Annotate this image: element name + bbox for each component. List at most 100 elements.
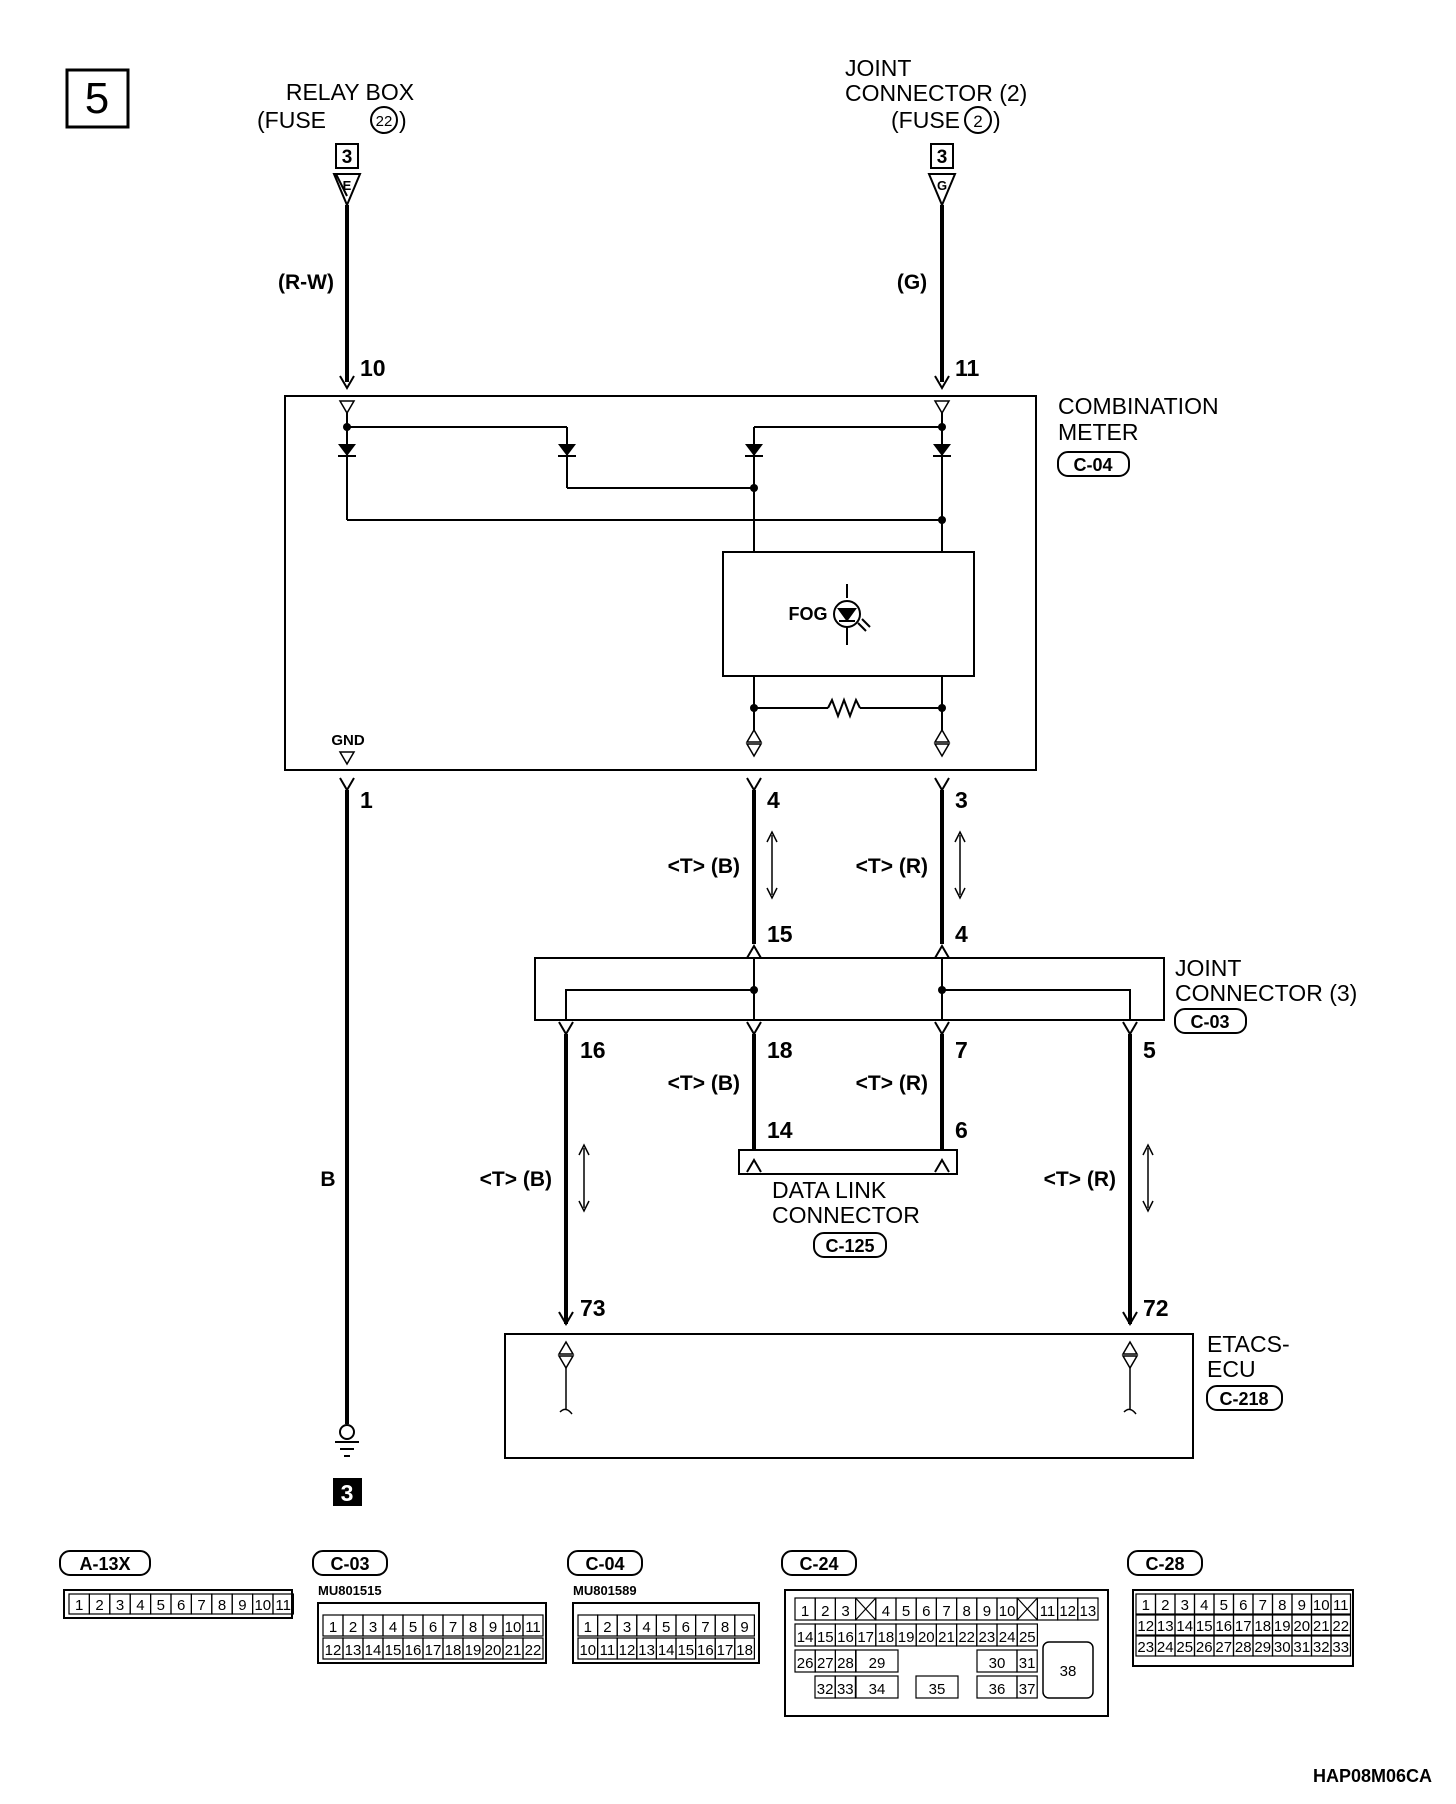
- wire-t-r-upper-label: <T> (R): [856, 855, 928, 878]
- jc2-ref-number: 3: [937, 147, 948, 168]
- wire-t-b-lower-label: <T> (B): [480, 1168, 552, 1191]
- c24-pin: 36: [989, 1681, 1006, 1698]
- jc2-label-1: JOINT: [845, 55, 911, 81]
- c24-pin: 22: [958, 1629, 975, 1646]
- c24-pin: 11: [1040, 1603, 1056, 1620]
- jc3-pin-4-icon: [934, 944, 950, 959]
- gnd-pin-icon: [338, 751, 356, 766]
- combination-meter-code: C-04: [1073, 455, 1112, 475]
- c28-pin: 31: [1293, 1639, 1310, 1656]
- c24-pin: 33: [837, 1681, 854, 1698]
- c04-part-number: MU801589: [573, 1583, 637, 1598]
- jc2-ref-box: [930, 143, 954, 169]
- c03-pin: 7: [449, 1619, 457, 1636]
- c04-pin: 15: [677, 1642, 694, 1659]
- c03-cell: [522, 1614, 544, 1637]
- c03-pin: 9: [489, 1619, 497, 1636]
- page-number-box: [65, 68, 130, 129]
- c04-pin: 10: [579, 1642, 596, 1659]
- dlc-pin-14-icon: [746, 1158, 762, 1173]
- c24-pin: 30: [989, 1655, 1006, 1672]
- c03-pin: 10: [505, 1619, 522, 1636]
- c24-cell: [1016, 1675, 1038, 1699]
- c24-code-box: [781, 1550, 857, 1576]
- c24-cell: [1077, 1597, 1099, 1621]
- c28-pin: 18: [1254, 1618, 1271, 1635]
- etacs-code-box: [1206, 1385, 1283, 1411]
- figure-id: HAP08M06CA: [1313, 1766, 1432, 1786]
- c28-pin: 10: [1313, 1597, 1330, 1614]
- dlc-label-2: CONNECTOR: [772, 1202, 920, 1228]
- wire-t-r-lower-label: <T> (R): [1044, 1168, 1116, 1191]
- a13x-pin: 10: [254, 1597, 271, 1614]
- c03-pin: 15: [385, 1642, 402, 1659]
- jc3-code: C-03: [1190, 1012, 1229, 1032]
- c28-code-box: [1127, 1550, 1203, 1576]
- c04-cell: [734, 1614, 755, 1637]
- c24-code: C-24: [799, 1554, 838, 1574]
- c28-pin: 17: [1235, 1618, 1252, 1635]
- c03-pin: 13: [345, 1642, 362, 1659]
- c24-cell: [915, 1675, 959, 1699]
- c28-pin: 5: [1220, 1597, 1228, 1614]
- c24-pin: 14: [797, 1629, 814, 1646]
- wire-g-label: (G): [897, 271, 927, 294]
- c28-pin: 2: [1161, 1597, 1169, 1614]
- c04-pin: 18: [736, 1642, 753, 1659]
- c28-cell: [1330, 1635, 1352, 1657]
- a13x-code-box: [59, 1550, 151, 1576]
- fog-led-icon: [833, 584, 871, 645]
- c28-pin: 6: [1239, 1597, 1247, 1614]
- diode-1: [337, 443, 357, 457]
- dlc-code: C-125: [825, 1236, 874, 1256]
- relay-box-fuse-prefix: (FUSE: [257, 107, 326, 133]
- c04-cell: [734, 1637, 755, 1660]
- diode-2: [557, 443, 577, 457]
- c28-pin: 11: [1333, 1597, 1349, 1614]
- a13x-pin: 9: [238, 1597, 246, 1614]
- a13x-pin: 7: [197, 1597, 205, 1614]
- jc3-code-box: [1174, 1008, 1247, 1034]
- c28-pin: 21: [1313, 1618, 1330, 1635]
- c28-pin: 27: [1215, 1639, 1232, 1656]
- pin-7: 7: [955, 1037, 968, 1063]
- fuse-22-number: 22: [376, 113, 393, 130]
- meter-lower-wiring: [753, 676, 943, 730]
- c24-pin: 13: [1080, 1603, 1097, 1620]
- combination-meter-label-2: METER: [1058, 419, 1139, 445]
- dlc-pin-6-icon: [934, 1158, 950, 1173]
- c03-pin: 16: [405, 1642, 422, 1659]
- jc2-label-2: CONNECTOR (2): [845, 80, 1027, 106]
- a13x-cell: [272, 1593, 294, 1615]
- diode-4: [932, 443, 952, 457]
- meter-pin-3-bidir-icon: [933, 728, 951, 758]
- fog-indicator-box: [722, 551, 975, 677]
- pin-3: 3: [955, 787, 968, 813]
- c24-pin: 17: [857, 1629, 874, 1646]
- c28-pin: 14: [1176, 1618, 1193, 1635]
- wire-r-w-label: (R-W): [278, 271, 334, 294]
- jc3-label-1: JOINT: [1175, 955, 1241, 981]
- bidir-arrow-upper-right: [954, 830, 966, 900]
- c04-pin: 3: [623, 1619, 631, 1636]
- etacs-ecu-box: [504, 1333, 1194, 1459]
- c28-code: C-28: [1145, 1554, 1184, 1574]
- relay-box-fuse-suffix: ): [399, 107, 407, 133]
- gnd-label: GND: [331, 732, 365, 749]
- junction-dot-r: [938, 704, 946, 712]
- pin-14: 14: [767, 1117, 793, 1143]
- c24-pin: 24: [999, 1629, 1016, 1646]
- meter-internal-wiring: [346, 413, 943, 552]
- c24-pin: 31: [1019, 1655, 1036, 1672]
- c04-pin: 11: [600, 1642, 616, 1659]
- c28-pin: 33: [1332, 1639, 1349, 1656]
- wire-t-b-upper-label: <T> (B): [668, 855, 740, 878]
- c04-pin: 6: [682, 1619, 690, 1636]
- jc2-fuse-prefix: (FUSE: [891, 107, 960, 133]
- c04-pin: 2: [603, 1619, 611, 1636]
- combination-meter-label-1: COMBINATION: [1058, 393, 1219, 419]
- bidir-arrow-upper-left: [766, 830, 778, 900]
- ground-symbol: [335, 1424, 359, 1457]
- c03-pin: 8: [469, 1619, 477, 1636]
- meter-pin-11-inner: [933, 400, 951, 415]
